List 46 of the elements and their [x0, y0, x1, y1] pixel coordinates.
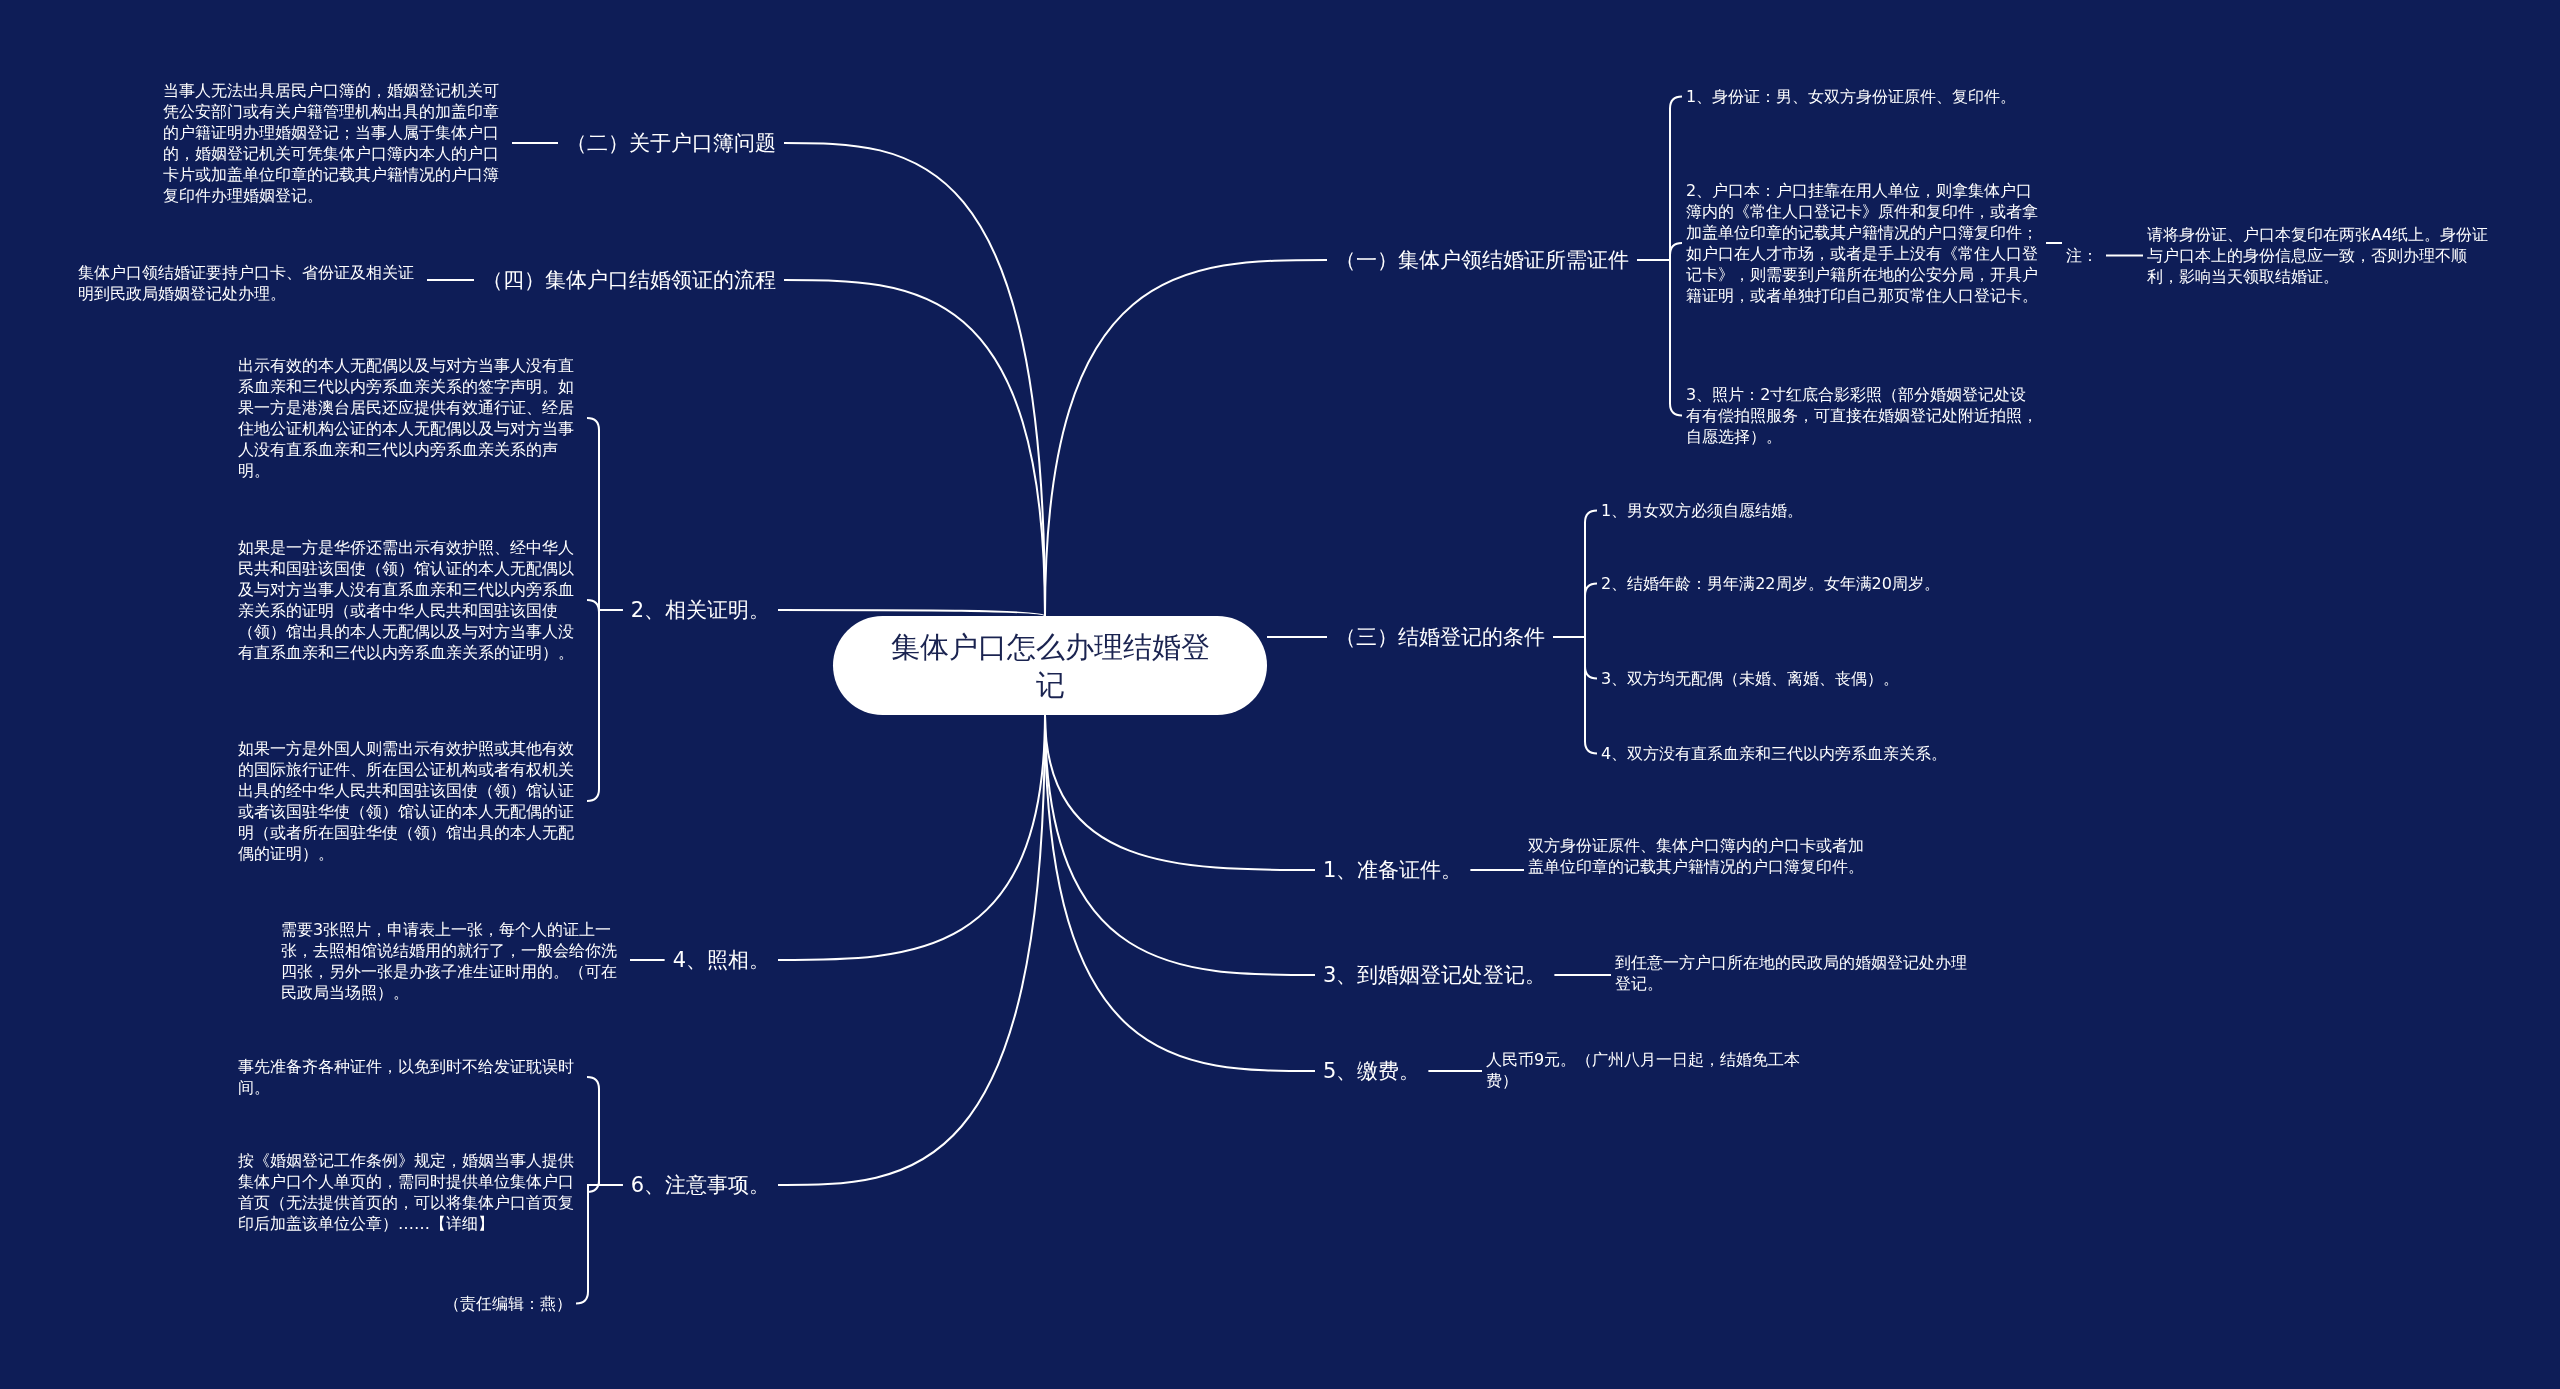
leaf-text: 需要3张照片，申请表上一张，每个人的证上一张，去照相馆说结婚用的就行了，一般会给你洗四张，另外一张是办孩子准生证时用的。（可在民政局当场照）。: [281, 919, 626, 1003]
leaf-text: 按《婚姻登记工作条例》规定，婚姻当事人提供集体户口个人单页的，需同时提供单位集体户口首页（无法提供首页的，可以将集体户口首页复印后加盖该单位公章）……【详细】: [238, 1150, 583, 1234]
leaf-text: （责任编辑：燕）: [444, 1293, 572, 1314]
leaf-text: 3、照片：2寸红底合影彩照（部分婚姻登记处设有有偿拍照服务，可直接在婚姻登记处附近拍照，自愿选择）。: [1686, 384, 2038, 447]
branch-topic: 3、到婚姻登记处登记。: [1323, 960, 1547, 990]
leaf-text: 如果是一方是华侨还需出示有效护照、经中华人民共和国驻该国使（领）馆认证的本人无配偶以及与对方当事人没有直系血亲和三代以内旁系血亲关系的证明（或者中华人民共和国驻该国使（领）馆出具的本人无配偶以及与对方当事人没有直系血亲和三代以内旁系血亲关系的证明）。: [238, 537, 583, 663]
leaf-text: 双方身份证原件、集体户口簿内的户口卡或者加盖单位印章的记载其户籍情况的户口簿复印件。: [1528, 835, 1878, 877]
leaf-text: 1、男女双方必须自愿结婚。: [1601, 500, 1961, 521]
connector-line: [1636, 259, 1683, 417]
connector-line: [1427, 1070, 1483, 1072]
leaf-text: 如果一方是外国人则需出示有效护照或其他有效的国际旅行证件、所在国公证机构或者有权机关出具的经中华人民共和国驻该国使（领）馆认证或者该国驻华使（领）馆认证的本人无配偶的证明（或者所在国驻华使（领）馆出具的本人无配偶的证明）。: [238, 738, 583, 864]
leaf-text: 4、双方没有直系血亲和三代以内旁系血亲关系。: [1601, 743, 1961, 764]
branch-topic: 2、相关证明。: [630, 595, 770, 625]
branch-topic: （三）结婚登记的条件: [1335, 622, 1545, 652]
leaf-text: 1、身份证：男、女双方身份证原件、复印件。: [1686, 86, 2036, 107]
connector-line: [2105, 254, 2144, 257]
leaf-text: 2、户口本：户口挂靠在用人单位，则拿集体户口簿内的《常住人口登记卡》原件和复印件，或者拿加盖单位印章的记载其户籍情况的户口簿复印件；如户口在人才市场，或者是手上没有《常住人口登记卡》，则需要到户籍所在地的公安分局，开具户籍证明，或者单独打印自己那页常住人口登记卡。: [1686, 180, 2038, 306]
leaf-text: 集体户口领结婚证要持户口卡、省份证及相关证明到民政局婚姻登记处办理。: [78, 262, 423, 304]
leaf-text: 2、结婚年龄：男年满22周岁。女年满20周岁。: [1601, 573, 1961, 594]
branch-topic: 6、注意事项。: [630, 1170, 770, 1200]
connector-line: [1266, 636, 1328, 638]
branch-topic: 5、缴费。: [1323, 1056, 1421, 1086]
branch-topic: 4、照相。: [672, 945, 770, 975]
connector-line: [1469, 869, 1525, 871]
central-topic: 集体户口怎么办理结婚登记: [833, 616, 1267, 715]
leaf-text: 注：: [2066, 245, 2098, 266]
connector-line: [629, 959, 666, 961]
connector-line: [777, 609, 1046, 617]
branch-topic: （一）集体户领结婚证所需证件: [1335, 245, 1629, 275]
connector-line: [1553, 974, 1612, 976]
leaf-text: 当事人无法出具居民户口簿的，婚姻登记机关可凭公安部门或有关户籍管理机构出具的加盖印章的户籍证明办理婚姻登记；当事人属于集体户口的，婚姻登记机关可凭集体户口簿内本人的户口卡片或加盖单位印章的记载其户籍情况的户口簿复印件办理婚姻登记。: [163, 80, 508, 206]
leaf-text: 请将身份证、户口本复印在两张A4纸上。身份证与户口本上的身份信息应一致，否则办理不顺利，影响当天领取结婚证。: [2147, 224, 2497, 287]
branch-topic: （二）关于户口簿问题: [566, 128, 776, 158]
leaf-text: 3、双方均无配偶（未婚、离婚、丧偶）。: [1601, 668, 1961, 689]
branch-topic: 1、准备证件。: [1323, 855, 1463, 885]
connector-line: [2045, 242, 2063, 244]
leaf-text: 出示有效的本人无配偶以及与对方当事人没有直系血亲和三代以内旁系血亲关系的签字声明。如果一方是港澳台居民还应提供有效通行证、经居住地公证机构公证的本人无配偶以及与对方当事人没有直系血亲和三代以内旁系血亲关系的声明。: [238, 355, 583, 481]
connector-line: [586, 609, 624, 802]
connector-line: [575, 1184, 624, 1305]
leaf-text: 人民币9元。（广州八月一日起，结婚免工本费）: [1486, 1049, 1831, 1091]
connector-line: [783, 279, 1046, 617]
branch-topic: （四）集体户口结婚领证的流程: [482, 265, 776, 295]
leaf-text: 事先准备齐各种证件，以免到时不给发证耽误时间。: [238, 1056, 583, 1098]
connector-line: [426, 279, 475, 281]
leaf-text: 到任意一方户口所在地的民政局的婚姻登记处办理登记。: [1615, 952, 1970, 994]
connector-line: [511, 142, 559, 144]
